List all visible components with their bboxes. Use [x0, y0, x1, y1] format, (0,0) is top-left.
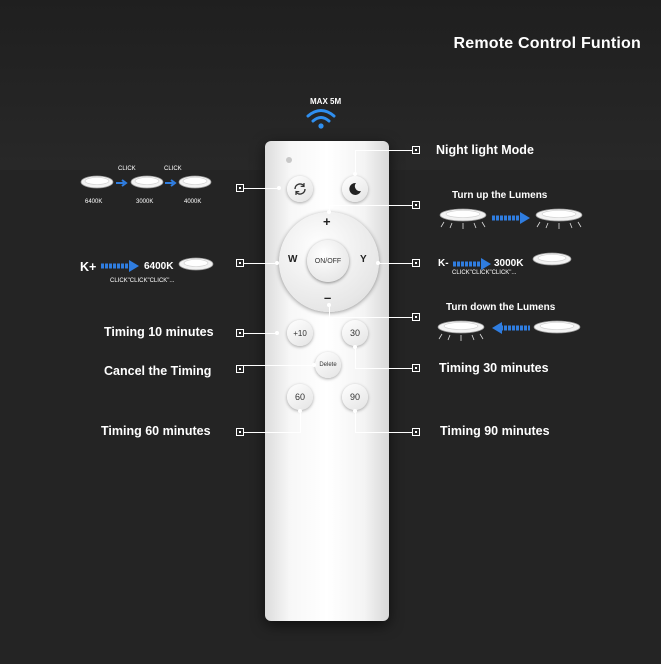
night-light-button[interactable]: [342, 176, 368, 202]
indicator-led: [286, 157, 292, 163]
callout-line: [300, 411, 301, 432]
callout-line: [378, 263, 412, 264]
arrow-right-icon: [165, 179, 177, 187]
k-minus-label: K-: [438, 258, 449, 269]
arrow-right-icon: [492, 212, 530, 224]
callout-dot: [353, 172, 357, 176]
callout-marker: [412, 428, 420, 436]
callout-dot: [312, 363, 316, 367]
callout-dot: [275, 331, 279, 335]
callout-marker: [412, 146, 420, 154]
callout-line: [355, 432, 412, 433]
callout-marker: [412, 313, 420, 321]
click-label-1: CLICK: [118, 166, 136, 172]
night-light-label: Night light Mode: [436, 143, 534, 157]
lamp-icon: [130, 175, 164, 189]
lamp-icon: [439, 208, 487, 229]
lamp-icon: [437, 320, 485, 341]
callout-line: [244, 365, 313, 366]
delete-timer-button[interactable]: Delete: [315, 352, 341, 378]
w-clicks-label: CLICK"CLICK"CLICK"...: [110, 278, 175, 284]
callout-dot: [327, 210, 331, 214]
timing-60-label: Timing 60 minutes: [101, 424, 211, 438]
callout-dot: [277, 186, 281, 190]
callout-marker: [236, 259, 244, 267]
arrow-right-icon: [101, 260, 139, 272]
arrow-left-icon: [492, 322, 530, 334]
y-clicks-label: CLICK"CLICK"CLICK"...: [452, 270, 517, 276]
lamp-icon: [532, 252, 572, 266]
timing-90-label: Timing 90 minutes: [440, 424, 550, 438]
moon-icon: [349, 182, 361, 195]
callout-line: [329, 317, 412, 318]
callout-marker: [236, 365, 244, 373]
click-label-2: CLICK: [164, 166, 182, 172]
callout-dot: [275, 261, 279, 265]
callout-marker: [236, 428, 244, 436]
kelvin-4000: 4000K: [184, 199, 202, 205]
cycle-icon: [294, 183, 306, 195]
lamp-icon: [178, 257, 214, 271]
timer-60-button[interactable]: 60: [287, 384, 313, 410]
callout-line: [244, 432, 301, 433]
callout-line: [355, 368, 412, 369]
lamp-icon: [178, 175, 212, 189]
arrow-right-icon: [453, 258, 491, 270]
timer-10-button[interactable]: +10: [287, 320, 313, 346]
k-plus-label: K+: [80, 260, 97, 274]
lamp-icon: [535, 208, 583, 229]
page-title: Remote Control Funtion: [453, 35, 641, 52]
timer-90-button[interactable]: 90: [342, 384, 368, 410]
callout-line: [355, 347, 356, 368]
cancel-timing-label: Cancel the Timing: [104, 364, 212, 378]
callout-line: [355, 150, 412, 151]
y-kelvin-value: 3000K: [494, 258, 524, 269]
callout-line: [244, 333, 276, 334]
color-cycle-button[interactable]: [287, 176, 313, 202]
range-label: MAX 5M: [310, 97, 342, 106]
plus-button[interactable]: +: [323, 214, 331, 229]
callout-marker: [412, 259, 420, 267]
callout-marker: [412, 364, 420, 372]
callout-line: [329, 305, 330, 317]
lamp-icon: [533, 320, 581, 334]
lamp-icon: [80, 175, 114, 189]
callout-marker: [412, 201, 420, 209]
callout-line: [329, 205, 330, 212]
turn-down-label: Turn down the Lumens: [446, 302, 556, 313]
w-button[interactable]: W: [288, 254, 298, 265]
timing-30-label: Timing 30 minutes: [439, 361, 549, 375]
on-off-button[interactable]: ON/OFF: [307, 240, 349, 282]
w-kelvin-value: 6400K: [144, 261, 174, 272]
kelvin-6400: 6400K: [85, 199, 103, 205]
callout-line: [355, 150, 356, 174]
callout-line: [329, 205, 412, 206]
callout-line: [244, 263, 276, 264]
callout-marker: [236, 329, 244, 337]
turn-up-label: Turn up the Lumens: [452, 190, 548, 201]
minus-button[interactable]: –: [324, 290, 332, 305]
kelvin-3000: 3000K: [136, 199, 154, 205]
timer-30-button[interactable]: 30: [342, 320, 368, 346]
wifi-icon: [306, 109, 336, 129]
timing-10-label: Timing 10 minutes: [104, 325, 214, 339]
callout-line: [244, 188, 278, 189]
arrow-right-icon: [116, 179, 128, 187]
y-button[interactable]: Y: [360, 254, 367, 265]
callout-line: [355, 411, 356, 432]
callout-marker: [236, 184, 244, 192]
